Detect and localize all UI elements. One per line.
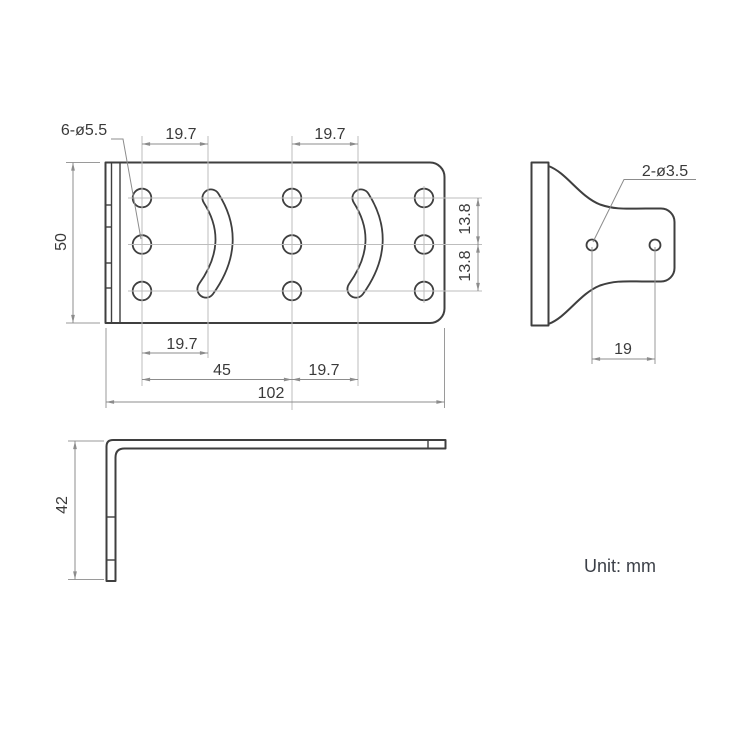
dim-slot-pitch-bottom-right: 19.7 [308,362,339,379]
curved-slot-right-bore [348,190,382,297]
side-profile [547,165,676,325]
unit-note: Unit: mm [584,556,656,576]
dim-slot-pitch-bottom-left: 19.7 [166,336,197,353]
front-profile [105,439,447,582]
plate-outline [104,161,446,324]
leader-hole-callout [111,138,142,240]
dim-slot-pitch-top-right: 19.7 [314,126,345,143]
dim-column-pitch: 45 [213,362,231,379]
dim-row-pitch-lower: 13.8 [457,250,474,281]
dim-side-hole-callout: 2-ø3.5 [642,163,688,180]
dim-leg-height: 42 [54,496,71,514]
dim-row-pitch-upper: 13.8 [457,203,474,234]
dim-plate-height: 50 [53,233,70,251]
curved-slot-left-bore [198,190,232,297]
leader-side-hole-callout [592,179,696,243]
dim-hole-callout-top: 6-ø5.5 [61,122,107,139]
dim-plate-width: 102 [258,385,285,402]
dim-side-hole-pitch: 19 [614,341,632,358]
dim-slot-pitch-top-left: 19.7 [165,126,196,143]
top-view: 6-ø5.5 19.7 19.7 50 13.8 13.8 19.7 45 19… [53,122,482,410]
side-flange-rect [530,161,550,327]
side-view: 2-ø3.5 19 [530,161,696,364]
front-view: 42 [54,439,447,582]
